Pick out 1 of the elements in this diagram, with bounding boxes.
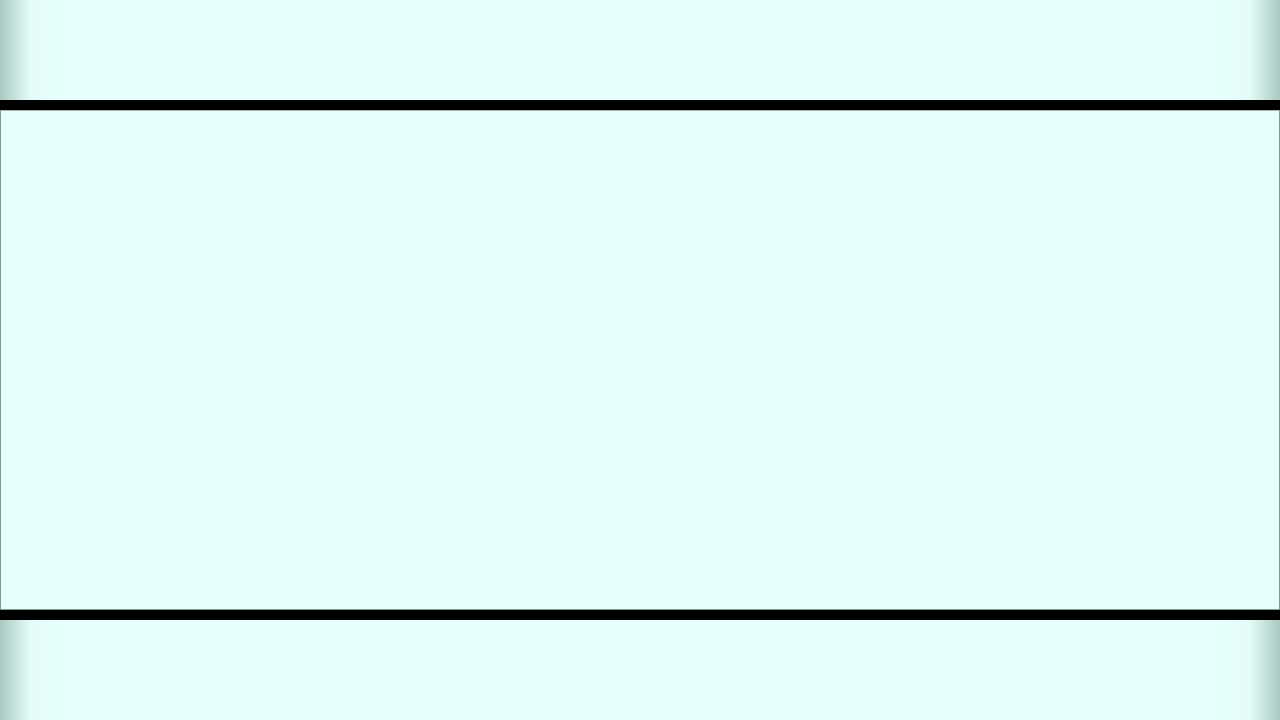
- empty-panel: [0, 110, 1280, 610]
